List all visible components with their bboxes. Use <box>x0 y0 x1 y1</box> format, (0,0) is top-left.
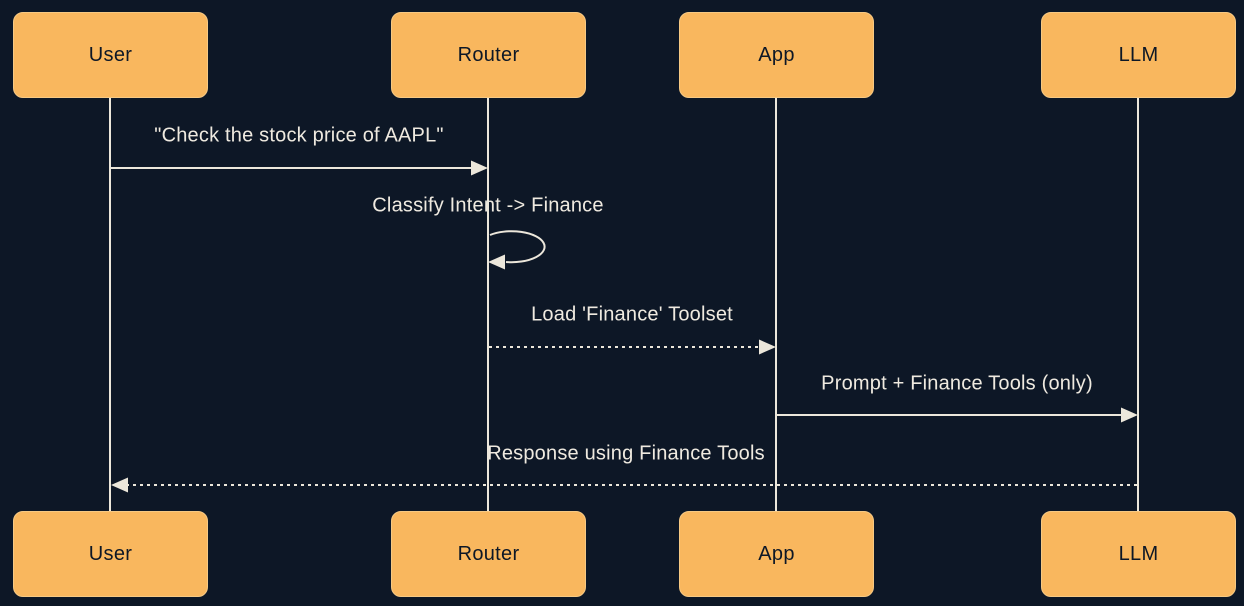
actor-label: Router <box>457 542 520 565</box>
actor-label: App <box>758 542 795 565</box>
actor-label: App <box>758 43 795 66</box>
actor-box-bottom-app: App <box>679 511 874 597</box>
actor-label: LLM <box>1118 542 1159 565</box>
arrowhead-llm-user <box>111 477 128 493</box>
actor-box-top-user: User <box>13 12 208 98</box>
message-label-classify-intent: Classify Intent -> Finance <box>372 194 604 217</box>
actor-box-top-llm: LLM <box>1041 12 1236 98</box>
message-label-load-toolset: Load 'Finance' Toolset <box>531 303 733 326</box>
actor-box-bottom-router: Router <box>391 511 586 597</box>
actor-label: User <box>88 542 133 565</box>
actor-box-top-router: Router <box>391 12 586 98</box>
arrowhead-router-app <box>759 339 776 355</box>
message-label-check-stock: "Check the stock price of AAPL" <box>154 124 444 147</box>
actor-label: Router <box>457 43 520 66</box>
arrowhead-app-llm <box>1121 407 1138 423</box>
arrowhead-self-loop <box>488 254 505 270</box>
actor-box-top-app: App <box>679 12 874 98</box>
arrowhead-user-router <box>471 160 488 176</box>
self-loop-router <box>489 230 546 264</box>
actor-box-bottom-user: User <box>13 511 208 597</box>
actor-box-bottom-llm: LLM <box>1041 511 1236 597</box>
actor-label: LLM <box>1118 43 1159 66</box>
message-label-response: Response using Finance Tools <box>487 442 765 465</box>
actor-label: User <box>88 43 133 66</box>
message-label-prompt-tools: Prompt + Finance Tools (only) <box>821 372 1093 395</box>
